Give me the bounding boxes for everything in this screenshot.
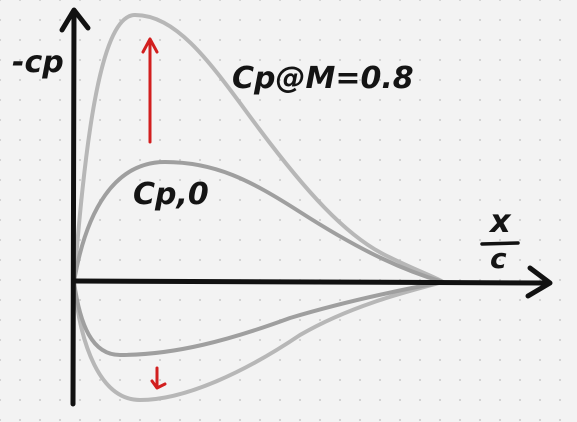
x-axis	[71, 278, 551, 286]
y-axis-label: -cp	[12, 45, 64, 80]
upper-curve-incompressible	[72, 159, 445, 284]
curve-label-compressible: Cp@M=0.8	[232, 61, 414, 96]
increase-arrowhead	[141, 37, 159, 54]
lower-curve-compressible	[72, 280, 445, 403]
x-axis-arrowhead	[525, 265, 553, 299]
curve-label-incompressible: Cp,0	[133, 177, 209, 212]
x-axis-label-denominator: c	[490, 242, 507, 275]
x-axis-label-fraction-bar	[480, 241, 520, 246]
x-axis-label-numerator: x	[488, 202, 512, 240]
y-axis-arrowhead	[59, 7, 91, 33]
upper-curve-compressible	[72, 12, 445, 284]
decrease-arrowhead	[150, 379, 167, 390]
lower-curve-incompressible	[72, 280, 445, 358]
y-axis	[70, 9, 77, 407]
